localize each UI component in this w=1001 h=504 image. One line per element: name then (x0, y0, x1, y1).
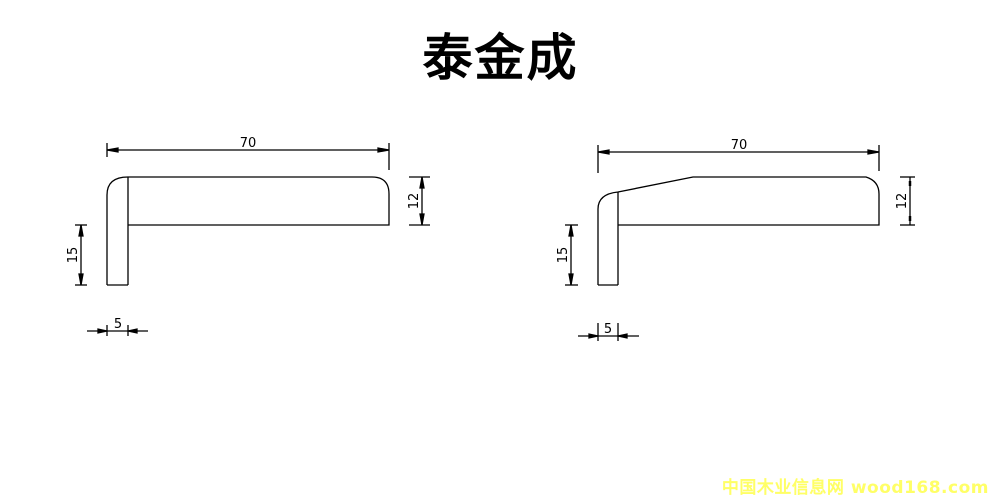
dim-height-leg-label: 15 (66, 247, 81, 264)
dim-thickness-label: 5 (114, 317, 122, 332)
dim-thickness-label: 5 (604, 322, 612, 337)
dim-height-top-label: 12 (895, 193, 910, 210)
dim-width-label: 70 (731, 138, 748, 153)
dim-height-leg-label: 15 (556, 247, 571, 264)
page-title: 泰金成 (422, 28, 579, 87)
dim-height-top-label: 12 (407, 193, 422, 210)
profile-right-beveled: 70 12 15 5 (556, 138, 915, 341)
dim-width-label: 70 (240, 136, 257, 151)
watermark: 中国木业信息网 wood168.com (721, 478, 989, 498)
profile-left: 70 12 15 5 (66, 136, 430, 336)
